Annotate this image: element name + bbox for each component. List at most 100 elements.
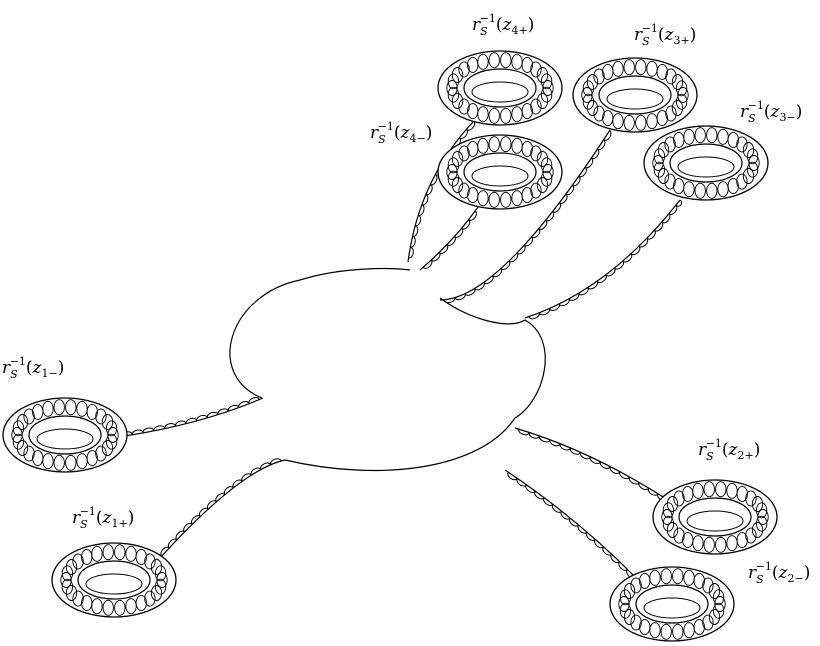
coil-loop	[656, 64, 668, 80]
label-paren-close: )	[804, 563, 811, 583]
coil-loop	[671, 100, 684, 116]
label-arg: z	[664, 25, 675, 45]
tube-scallop	[260, 462, 272, 470]
coil-loop	[42, 400, 54, 417]
coil-loop	[623, 583, 636, 599]
torus-hole	[85, 573, 143, 595]
coil-loop	[683, 622, 695, 639]
coil-loop	[618, 596, 630, 612]
coil-loop	[16, 440, 29, 456]
coil-loop	[536, 177, 549, 193]
coil-loop	[451, 151, 464, 167]
torus-hole	[677, 156, 735, 178]
torus-label-z3plus: rS−1(z3+)	[634, 22, 696, 48]
coil-loop	[91, 545, 103, 562]
label-paren-close: )	[690, 25, 697, 45]
coil-loop	[488, 52, 500, 69]
tube-scallop	[638, 237, 649, 248]
coil-loop	[16, 414, 29, 430]
label-paren-close: )	[128, 508, 135, 528]
label-base: r	[2, 358, 11, 378]
tube-z1minus	[117, 397, 264, 438]
torus-hole	[643, 597, 701, 619]
coil-loop	[488, 107, 500, 124]
coil-loop	[736, 136, 748, 153]
label-sub: S	[748, 112, 756, 125]
coil-loop	[114, 544, 126, 561]
coil-loop	[692, 482, 704, 499]
torus-z2plus	[652, 479, 778, 555]
torus-hole	[471, 165, 529, 187]
torus-z2minus	[609, 566, 735, 642]
label-sup: −1	[10, 355, 26, 368]
coil-loop	[673, 178, 685, 194]
coil-loop	[107, 427, 119, 443]
coil-loop	[536, 151, 549, 167]
tube-scallop	[610, 553, 620, 564]
tube-scallop	[160, 546, 170, 557]
torus-inner-rim	[598, 75, 672, 115]
tube-scallop	[618, 561, 628, 571]
tube-scallop	[675, 199, 683, 207]
torus-z4plus	[437, 50, 563, 126]
torus-coils	[661, 481, 769, 553]
coil-loop	[451, 93, 464, 109]
coil-loop	[712, 602, 725, 619]
tube-scallop	[603, 130, 612, 141]
label-sup: −1	[642, 22, 658, 35]
coil-loop	[458, 98, 470, 115]
coil-loop	[665, 105, 677, 122]
coil-loop	[639, 619, 651, 635]
tube-scallop	[190, 515, 201, 525]
torus-coils	[11, 399, 119, 471]
coil-loop	[706, 127, 718, 144]
tube-scallop	[454, 293, 466, 301]
label-arg: z	[102, 508, 113, 528]
torus-coils	[581, 59, 689, 131]
label-argsub: 1−	[42, 367, 58, 380]
coil-loop	[751, 522, 764, 538]
coil-loop	[81, 595, 93, 611]
torus-coils	[446, 136, 554, 208]
label-base: r	[748, 563, 757, 583]
label-arg: z	[502, 15, 513, 35]
coil-loop	[582, 80, 595, 97]
tori-layer	[2, 50, 778, 642]
coil-loop	[530, 61, 542, 78]
tube-scallops-z2plus	[518, 428, 668, 502]
coil-loop	[649, 569, 661, 586]
label-sub: S	[706, 450, 714, 463]
coil-loop	[657, 168, 670, 184]
labels-layer: rS−1(z4+)rS−1(z3+)rS−1(z3−)rS−1(z4−)rS−1…	[2, 12, 810, 586]
coil-loop	[458, 61, 470, 78]
label-sup: −1	[748, 99, 764, 112]
torus-z1plus	[51, 542, 177, 618]
label-base: r	[740, 102, 749, 122]
coil-loop	[708, 609, 721, 625]
coil-loop	[144, 590, 156, 607]
coil-loop	[682, 532, 694, 548]
label-sup: −1	[706, 437, 722, 450]
tube-scallop	[528, 312, 540, 320]
coil-loop	[652, 155, 664, 171]
coil-loop	[703, 481, 715, 498]
coil-loop	[660, 623, 672, 640]
torus-inner-rim	[463, 152, 537, 192]
coil-loop	[702, 577, 714, 594]
coil-loop	[488, 191, 500, 208]
torus-hole	[36, 428, 94, 450]
coil-loop	[635, 59, 647, 76]
coil-loop	[666, 496, 679, 512]
coil-loop	[673, 490, 685, 507]
torus-coils	[446, 52, 554, 124]
coil-loop	[757, 509, 769, 525]
coil-loop	[154, 565, 167, 582]
label-arg: z	[400, 123, 411, 143]
tube-scallop	[183, 522, 193, 533]
label-paren-close: )	[796, 102, 803, 122]
label-base: r	[698, 440, 707, 460]
coil-loop	[102, 544, 114, 561]
coil-loop	[706, 182, 718, 199]
